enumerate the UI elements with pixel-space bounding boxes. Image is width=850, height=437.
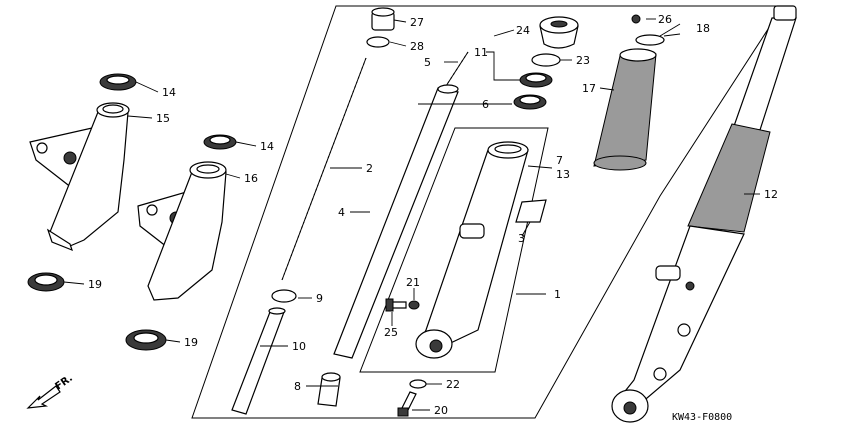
washer-21	[408, 300, 420, 310]
drawing-code: KW43-F0800	[672, 412, 732, 423]
callout-22: 22	[446, 378, 460, 391]
bolt-25	[385, 298, 407, 312]
front-fork-assembly-12	[611, 5, 797, 423]
callout-13: 13	[556, 168, 570, 181]
piston-ring-9	[271, 289, 297, 303]
slider-group-frame	[359, 127, 549, 373]
fork-slider-7	[415, 141, 529, 359]
dust-seal-19-upper	[27, 272, 65, 292]
fork-tube-holder-15	[29, 102, 130, 252]
guide-bushing-3	[515, 199, 547, 223]
callout-4: 4	[338, 206, 345, 219]
callout-19-upper: 19	[88, 278, 102, 291]
callout-9: 9	[316, 292, 323, 305]
dust-seal-19-lower	[125, 329, 167, 351]
dust-seal-24	[539, 16, 579, 49]
callout-12: 12	[764, 188, 778, 201]
damper-rod-10	[231, 307, 286, 415]
fork-bolt-27	[371, 7, 395, 31]
stopper-ring-23	[531, 53, 561, 67]
front-direction-indicator: FR.	[26, 373, 75, 409]
callout-14-lower: 14	[260, 140, 274, 153]
callout-1: 1	[554, 288, 561, 301]
band-18	[635, 34, 665, 46]
seal-14-lower	[203, 134, 237, 150]
callout-23: 23	[576, 54, 590, 67]
callout-10: 10	[292, 340, 306, 353]
oil-lock-piece-8	[317, 372, 341, 407]
screw-26	[631, 14, 641, 24]
fork-tube-holder-16	[137, 161, 227, 301]
fork-pipe-4	[333, 84, 459, 359]
callout-27: 27	[410, 16, 424, 29]
socket-bolt-20	[397, 391, 417, 417]
callout-2: 2	[366, 162, 373, 175]
callout-28: 28	[410, 40, 424, 53]
callout-19-lower: 19	[184, 336, 198, 349]
callout-16: 16	[244, 172, 258, 185]
callout-5: 5	[424, 56, 431, 69]
direction-label: FR.	[53, 373, 74, 393]
fork-boot-17	[593, 48, 657, 171]
callout-24: 24	[516, 24, 530, 37]
callout-25: 25	[384, 326, 398, 339]
callout-6: 6	[482, 98, 489, 111]
callout-18: 18	[696, 22, 710, 35]
o-ring-28	[366, 36, 390, 48]
callout-20: 20	[434, 404, 448, 417]
seal-14-upper	[99, 73, 137, 91]
callout-8: 8	[294, 380, 301, 393]
spring-5	[445, 51, 469, 87]
back-up-ring-6	[513, 94, 547, 110]
callout-15: 15	[156, 112, 170, 125]
callout-11: 11	[474, 46, 488, 59]
callout-labels: 1 2 3 4 5 6 7 8 9 10 11 12 13 14 14 15 1…	[88, 13, 778, 417]
fork-spring-2	[281, 57, 367, 281]
callout-21: 21	[406, 276, 420, 289]
callout-7: 7	[556, 154, 563, 167]
callout-17: 17	[582, 82, 596, 95]
arrow-down-left-icon	[26, 385, 61, 409]
callout-3: 3	[518, 232, 525, 245]
callout-14-upper: 14	[162, 86, 176, 99]
leader-lines	[63, 18, 760, 411]
oil-seal-11	[519, 72, 553, 88]
washer-22	[409, 379, 427, 389]
callout-26: 26	[658, 13, 672, 26]
assembly-frame	[191, 5, 784, 419]
